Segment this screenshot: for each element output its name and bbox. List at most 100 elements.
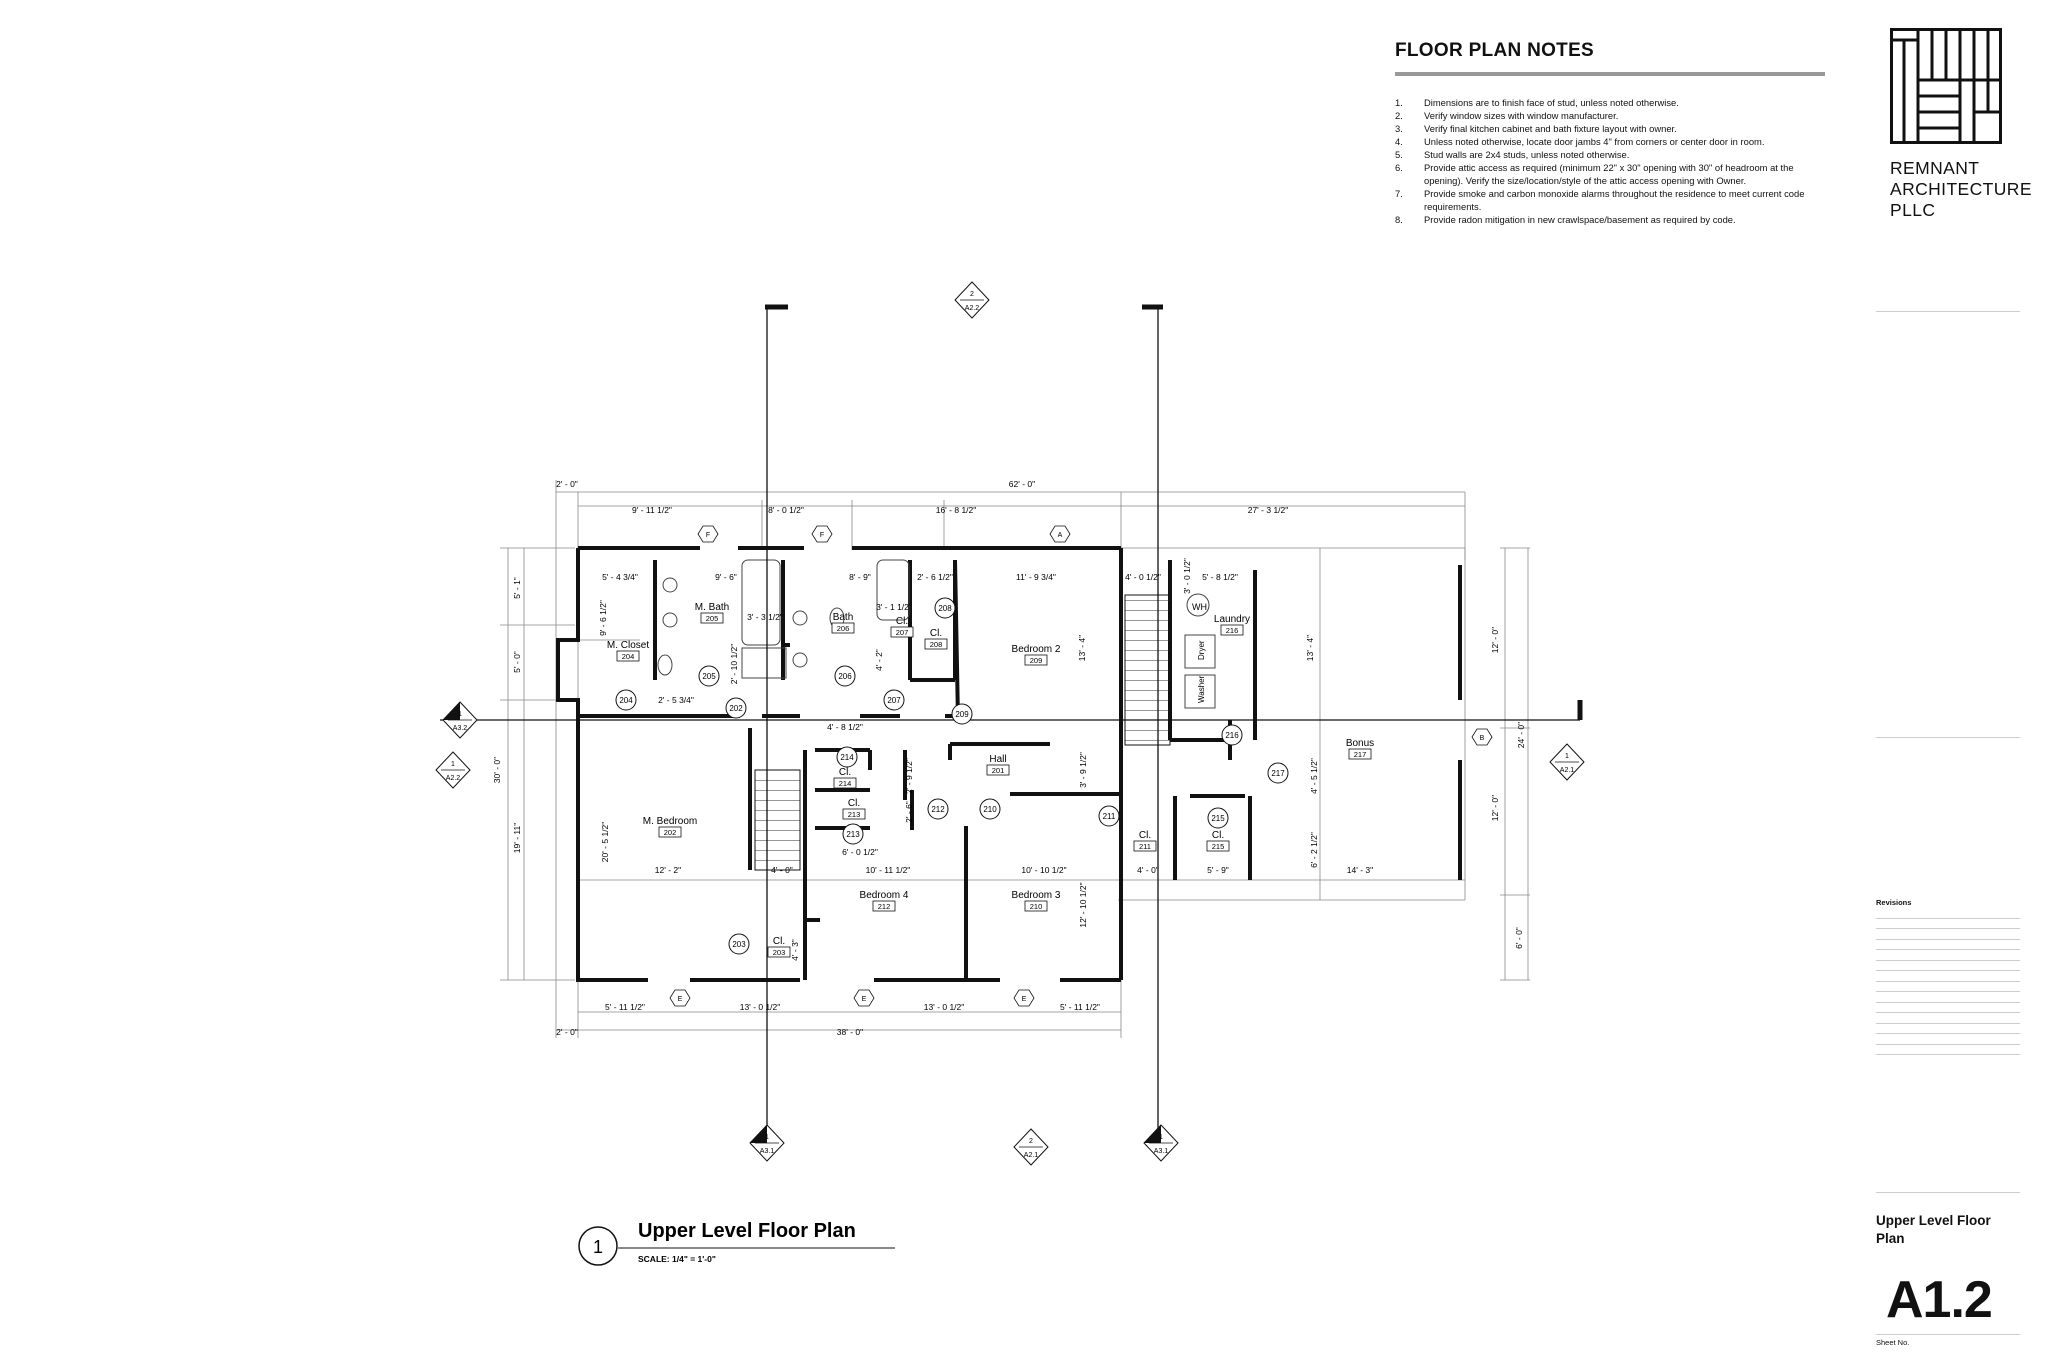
room-name: Bedroom 4 — [860, 890, 909, 901]
titleblock-divider — [1876, 311, 2020, 312]
note-text: Provide radon mitigation in new crawlspa… — [1424, 214, 1736, 225]
grid-label: E — [862, 996, 867, 1003]
elevation-tag: 2A2.1 — [1013, 1128, 1049, 1166]
dimension-label: 9' - 6" — [715, 572, 737, 582]
grid-label: A — [1058, 532, 1063, 539]
drawing-scale: SCALE: 1/4" = 1'-0" — [638, 1254, 716, 1264]
door-tag: 204 — [615, 689, 637, 711]
grid-label: F — [706, 532, 710, 539]
dimension-label: 13' - 4" — [1305, 635, 1315, 661]
tag-arrow — [750, 1125, 767, 1143]
dimension-label: 4' - 0" — [771, 865, 793, 875]
room-number-box — [1024, 654, 1048, 666]
room-number: 203 — [773, 948, 786, 957]
note-number: 4. — [1395, 136, 1403, 147]
dimension-label: 11' - 9 3/4" — [1016, 572, 1056, 582]
door-tag-circle — [698, 665, 720, 687]
room-number: 208 — [930, 640, 943, 649]
grid-bubble: E — [853, 989, 875, 1007]
note-text: Unless noted otherwise, locate door jamb… — [1424, 136, 1765, 147]
room-name: Cl. — [839, 767, 851, 778]
water-heater-label: WH — [1192, 602, 1207, 612]
grid-label: E — [678, 996, 683, 1003]
door-tag-circle — [883, 689, 905, 711]
tag-sheet: A2.2 — [446, 775, 461, 782]
door-tag: 210 — [979, 798, 1001, 820]
dimension-label: 38' - 0" — [837, 1027, 863, 1037]
door-tag-circle — [842, 823, 864, 845]
room-label: Cl.203 — [767, 936, 791, 958]
drawing-number-circle — [578, 1226, 618, 1266]
door-tag-number: 204 — [619, 696, 633, 705]
tag-number: 2 — [1029, 1138, 1033, 1145]
door-tag: 211 — [1098, 805, 1120, 827]
tag-sheet: A3.1 — [1154, 1148, 1169, 1155]
door-tag-number: 210 — [983, 805, 997, 814]
note-number: 6. — [1395, 162, 1403, 173]
room-number-box — [842, 808, 866, 820]
sheet-number-label: Sheet No. — [1876, 1338, 1910, 1347]
room-number-box — [890, 626, 914, 638]
door-tag-circle — [951, 703, 973, 725]
firm-name: REMNANT ARCHITECTURE PLLC — [1890, 158, 2032, 221]
note-item: 8.Provide radon mitigation in new crawls… — [1395, 213, 1825, 226]
dimension-label: 12' - 0" — [1490, 627, 1500, 653]
room-label: Cl.214 — [833, 767, 857, 789]
room-name: Cl. — [1139, 830, 1151, 841]
dimension-label: 6' - 0 1/2" — [842, 847, 878, 857]
dimension-label: 5' - 1" — [512, 577, 522, 599]
room-number-box — [1220, 624, 1244, 636]
note-item: 5.Stud walls are 2x4 studs, unless noted… — [1395, 148, 1825, 161]
room-name: Cl. — [1212, 830, 1224, 841]
dimension-label: 2' - 0" — [556, 1027, 578, 1037]
dimension-label: 14' - 3" — [1347, 865, 1373, 875]
tag-number: 1 — [1159, 1134, 1163, 1141]
tag-number: 1 — [451, 761, 455, 768]
walls — [556, 546, 1462, 982]
grid-bubble: E — [669, 989, 691, 1007]
dimension-label: 9' - 6 1/2" — [598, 600, 608, 636]
upper-stair — [1124, 594, 1171, 746]
dimension-label: 12' - 10 1/2" — [1078, 882, 1088, 927]
section-cut-lines — [440, 304, 1583, 1135]
grid-label: E — [1022, 996, 1027, 1003]
door-tag-circle — [1207, 807, 1229, 829]
door-tag: 212 — [927, 798, 949, 820]
dimension-label: 16' - 8 1/2" — [936, 505, 977, 515]
room-name: Cl. — [930, 628, 942, 639]
dimension-label: 24' - 0" — [1516, 722, 1526, 748]
room-name: Cl. — [896, 616, 908, 627]
door-tag-number: 208 — [938, 604, 952, 613]
door-tag-number: 205 — [702, 672, 716, 681]
grid-hexagon — [1471, 728, 1493, 746]
dryer-label: Dryer — [1197, 640, 1206, 660]
dimension-label: 3' - 0 1/2" — [1182, 558, 1192, 594]
note-item: 1.Dimensions are to finish face of stud,… — [1395, 96, 1825, 109]
room-label: Cl.207 — [890, 616, 914, 638]
room-number-box — [767, 946, 791, 958]
titleblock-divider — [1876, 737, 2020, 738]
room-number-box — [616, 650, 640, 662]
tag-number: 1 — [765, 1134, 769, 1141]
room-name: Bedroom 3 — [1012, 890, 1061, 901]
room-label: Cl.211 — [1133, 830, 1157, 852]
dimension-label: 6' - 2 1/2" — [1309, 832, 1319, 868]
door-tag-circle — [834, 665, 856, 687]
titleblock-divider — [1876, 1192, 2020, 1193]
room-number-box — [986, 764, 1010, 776]
room-number: 217 — [1354, 750, 1367, 759]
revisions-label: Revisions — [1876, 898, 1912, 907]
room-label: Cl.213 — [842, 798, 866, 820]
tag-arrow — [1144, 1125, 1161, 1143]
grid-hexagon — [1049, 525, 1071, 543]
door-tag-circle — [725, 697, 747, 719]
room-number: 214 — [839, 779, 852, 788]
door-tag-circle — [934, 597, 956, 619]
room-name: Hall — [989, 754, 1006, 765]
